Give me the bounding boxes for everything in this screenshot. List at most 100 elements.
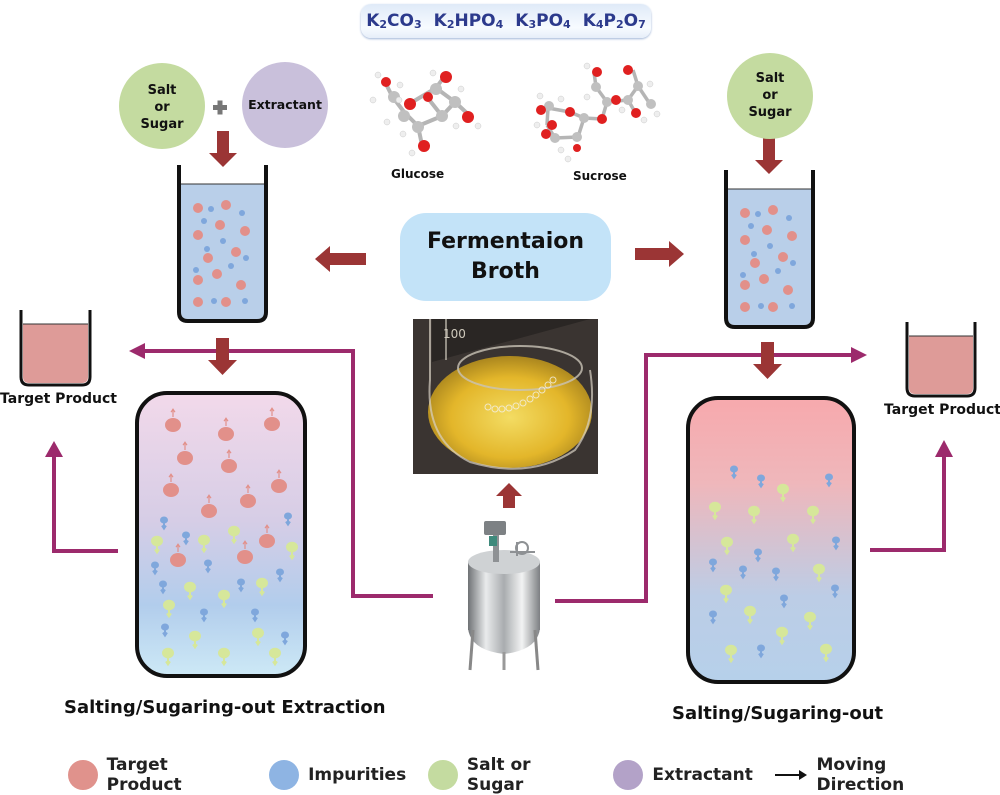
target-product-label-left: Target Product bbox=[0, 391, 117, 407]
impurity-particle bbox=[220, 238, 226, 244]
impurity-particle bbox=[832, 536, 840, 551]
impurity-particle bbox=[751, 251, 757, 257]
salt-or-sugar-circle-left bbox=[119, 63, 205, 149]
legend-item-salt-or-sugar: Salt or Sugar bbox=[428, 755, 591, 795]
target-product-particle bbox=[221, 297, 231, 307]
target-product-label-right: Target Product bbox=[884, 402, 1000, 418]
target-product-particle bbox=[271, 469, 287, 494]
chemical-formula: K3PO4 bbox=[515, 11, 571, 31]
target-product-cup-left bbox=[19, 310, 92, 387]
legend-swatch bbox=[269, 760, 300, 790]
fermentation-broth-flask-photo: 100 bbox=[413, 319, 598, 474]
salt-or-sugar-particle bbox=[163, 599, 175, 619]
label-line: Sugar bbox=[748, 105, 792, 120]
sucrose-molecule-image bbox=[533, 62, 661, 163]
label-line: Sugar bbox=[140, 117, 184, 132]
target-product-particle bbox=[193, 203, 203, 213]
plus-icon bbox=[213, 100, 227, 115]
target-product-particle bbox=[768, 302, 778, 312]
impurity-particle bbox=[757, 644, 765, 659]
salt-or-sugar-particle bbox=[184, 581, 196, 601]
salt-or-sugar-particle bbox=[744, 605, 756, 625]
salt-or-sugar-particle bbox=[189, 630, 201, 650]
salt-or-sugar-particle bbox=[709, 501, 721, 521]
target-product-particle bbox=[768, 205, 778, 215]
sucrose-label: Sucrose bbox=[573, 169, 627, 183]
salt-or-sugar-particle bbox=[252, 627, 264, 647]
impurity-particle bbox=[775, 268, 781, 274]
impurity-particle bbox=[237, 578, 245, 593]
salt-or-sugar-particle bbox=[198, 534, 210, 554]
target-product-particle bbox=[240, 226, 250, 236]
legend-label: Salt or Sugar bbox=[466, 755, 531, 795]
impurity-particle bbox=[755, 211, 761, 217]
right-beaker bbox=[724, 170, 815, 329]
impurity-particle bbox=[161, 623, 169, 638]
impurity-particle bbox=[151, 561, 159, 576]
impurity-particle bbox=[709, 558, 717, 573]
salt-or-sugar-particle bbox=[218, 647, 230, 667]
arrow-right-from-broth bbox=[635, 241, 684, 267]
salt-or-sugar-particle bbox=[807, 505, 819, 525]
salt-or-sugar-particle bbox=[721, 536, 733, 556]
impurity-particle bbox=[208, 206, 214, 212]
impurity-particle bbox=[772, 567, 780, 582]
arrow-left-from-broth bbox=[315, 246, 366, 272]
target-product-particle bbox=[177, 441, 193, 466]
legend-label: Extractant bbox=[652, 765, 753, 785]
salt-or-sugar-particle bbox=[804, 611, 816, 631]
target-product-particle bbox=[193, 230, 203, 240]
impurity-particle bbox=[200, 608, 208, 623]
svg-text:100: 100 bbox=[443, 327, 466, 341]
target-product-particle bbox=[237, 540, 253, 565]
impurity-particle bbox=[159, 580, 167, 595]
salt-or-sugar-particle bbox=[218, 589, 230, 609]
legend-label: Impurities bbox=[308, 765, 407, 785]
salt-or-sugar-particle bbox=[776, 626, 788, 646]
impurity-particle bbox=[201, 218, 207, 224]
impurity-particle bbox=[740, 272, 746, 278]
impurity-particle bbox=[211, 298, 217, 304]
target-product-particle bbox=[778, 252, 788, 262]
legend-label: Moving Direction bbox=[816, 755, 905, 795]
salting-out-tank bbox=[686, 396, 856, 684]
impurity-particle bbox=[239, 210, 245, 216]
impurity-particle bbox=[242, 298, 248, 304]
impurity-particle bbox=[790, 260, 796, 266]
salt-or-sugar-label-right: Salt or Sugar bbox=[730, 70, 810, 121]
target-product-particle bbox=[236, 280, 246, 290]
salt-or-sugar-particle bbox=[228, 525, 240, 545]
right-process-title: Salting/Sugaring-out bbox=[672, 703, 884, 724]
flow-arrowhead-left-product bbox=[45, 441, 63, 457]
target-product-particle bbox=[240, 484, 256, 509]
salting-out-extraction-tank bbox=[135, 391, 307, 678]
target-product-particle bbox=[212, 269, 222, 279]
legend-label: Target Product bbox=[106, 755, 182, 795]
chemical-formula: K2HPO4 bbox=[433, 11, 504, 31]
flow-line-right bbox=[555, 353, 852, 603]
stainless-steel-fermenter-photo bbox=[468, 521, 540, 671]
glucose-label: Glucose bbox=[391, 167, 445, 181]
target-product-particle bbox=[165, 408, 181, 433]
label-line: or bbox=[154, 100, 170, 115]
target-product-particle bbox=[215, 220, 225, 230]
arrow-down-into-right-beaker bbox=[755, 136, 783, 174]
target-product-particle bbox=[740, 302, 750, 312]
target-product-particle bbox=[264, 407, 280, 432]
target-product-particle bbox=[221, 200, 231, 210]
target-product-particle bbox=[203, 253, 213, 263]
arrow-right-icon bbox=[774, 770, 807, 780]
target-product-particle bbox=[259, 524, 275, 549]
legend-swatch bbox=[613, 760, 644, 790]
impurity-particle bbox=[767, 243, 773, 249]
left-beaker bbox=[177, 165, 268, 323]
legend-item-moving-direction: Moving Direction bbox=[774, 755, 978, 795]
impurity-particle bbox=[786, 215, 792, 221]
impurity-particle bbox=[228, 263, 234, 269]
target-product-particle bbox=[163, 473, 179, 498]
target-product-particle bbox=[740, 280, 750, 290]
salt-or-sugar-particle bbox=[787, 533, 799, 553]
impurity-particle bbox=[160, 516, 168, 531]
legend: Target Product Impurities Salt or Sugar … bbox=[68, 755, 1000, 795]
